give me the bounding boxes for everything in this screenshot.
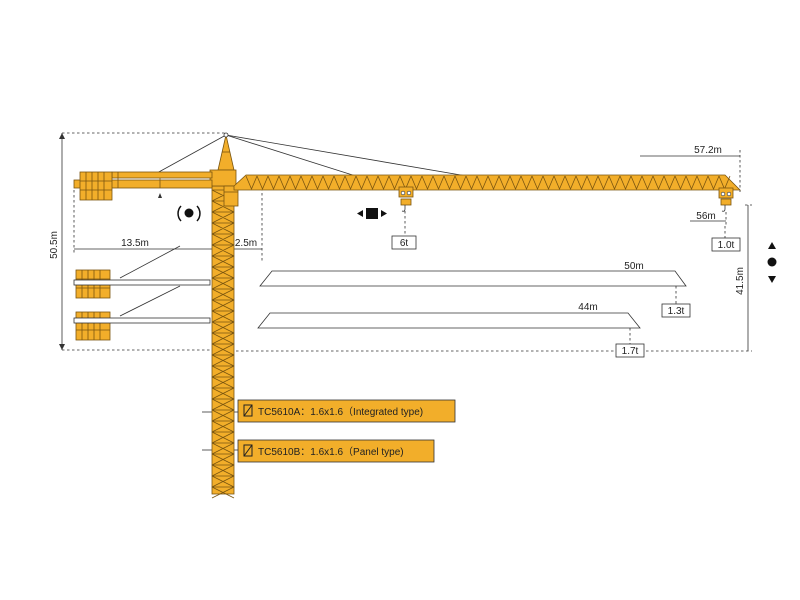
height-total-label: 50.5m — [49, 231, 60, 259]
max-load-label: 6t — [400, 238, 409, 249]
jib-option-44m-load-box: 1.7t — [615, 343, 645, 358]
mast-section-icon — [243, 404, 253, 417]
jib-option-44m — [257, 312, 641, 344]
trolley-travel-icon — [357, 208, 387, 219]
counter-jib — [73, 171, 213, 189]
trolley-near — [398, 186, 414, 236]
max-radius-label: 57.2m — [694, 145, 722, 156]
jib-option-50m — [259, 270, 687, 304]
trolley-far — [718, 187, 734, 238]
mast-section-icon — [243, 444, 253, 457]
tip-radius-label: 56m — [696, 211, 715, 222]
jib-option-44m-load-label: 1.7t — [622, 346, 639, 357]
jib-option-50m-length-label: 50m — [624, 261, 643, 272]
mast-section-tag-b: TC5610B：1.6x1.6（Panel type) — [237, 439, 435, 463]
mast-section-b-label: TC5610B：1.6x1.6（Panel type) — [258, 446, 404, 458]
counter-jib-marker — [158, 193, 162, 198]
counterweight-option-1 — [73, 245, 211, 299]
hoisting-icon — [767, 242, 777, 283]
tip-load-label: 1.0t — [718, 240, 735, 251]
counter-jib-length-label: 13.5m — [121, 238, 149, 249]
hook-height-label: 41.5m — [735, 267, 746, 295]
jib — [233, 174, 741, 191]
slewing-icon — [177, 205, 201, 222]
mast-section-a-label: TC5610A：1.6x1.6（Integrated type) — [258, 406, 423, 418]
tower-head — [217, 132, 235, 171]
jib-option-50m-load-box: 1.3t — [661, 303, 691, 318]
counterweight-top — [79, 171, 113, 201]
mast-section-tag-a: TC5610A：1.6x1.6（Integrated type) — [237, 399, 456, 423]
max-load-box: 6t — [391, 235, 417, 250]
dimension-lines — [59, 132, 752, 451]
tip-load-box: 1.0t — [711, 237, 741, 252]
counter-jib-offset-label: 2.5m — [235, 238, 257, 249]
jib-option-50m-load-label: 1.3t — [668, 306, 685, 317]
pendant-ties — [156, 134, 491, 181]
jib-option-44m-length-label: 44m — [578, 302, 597, 313]
tower-mast — [211, 185, 235, 499]
counterweight-option-2 — [73, 285, 211, 341]
